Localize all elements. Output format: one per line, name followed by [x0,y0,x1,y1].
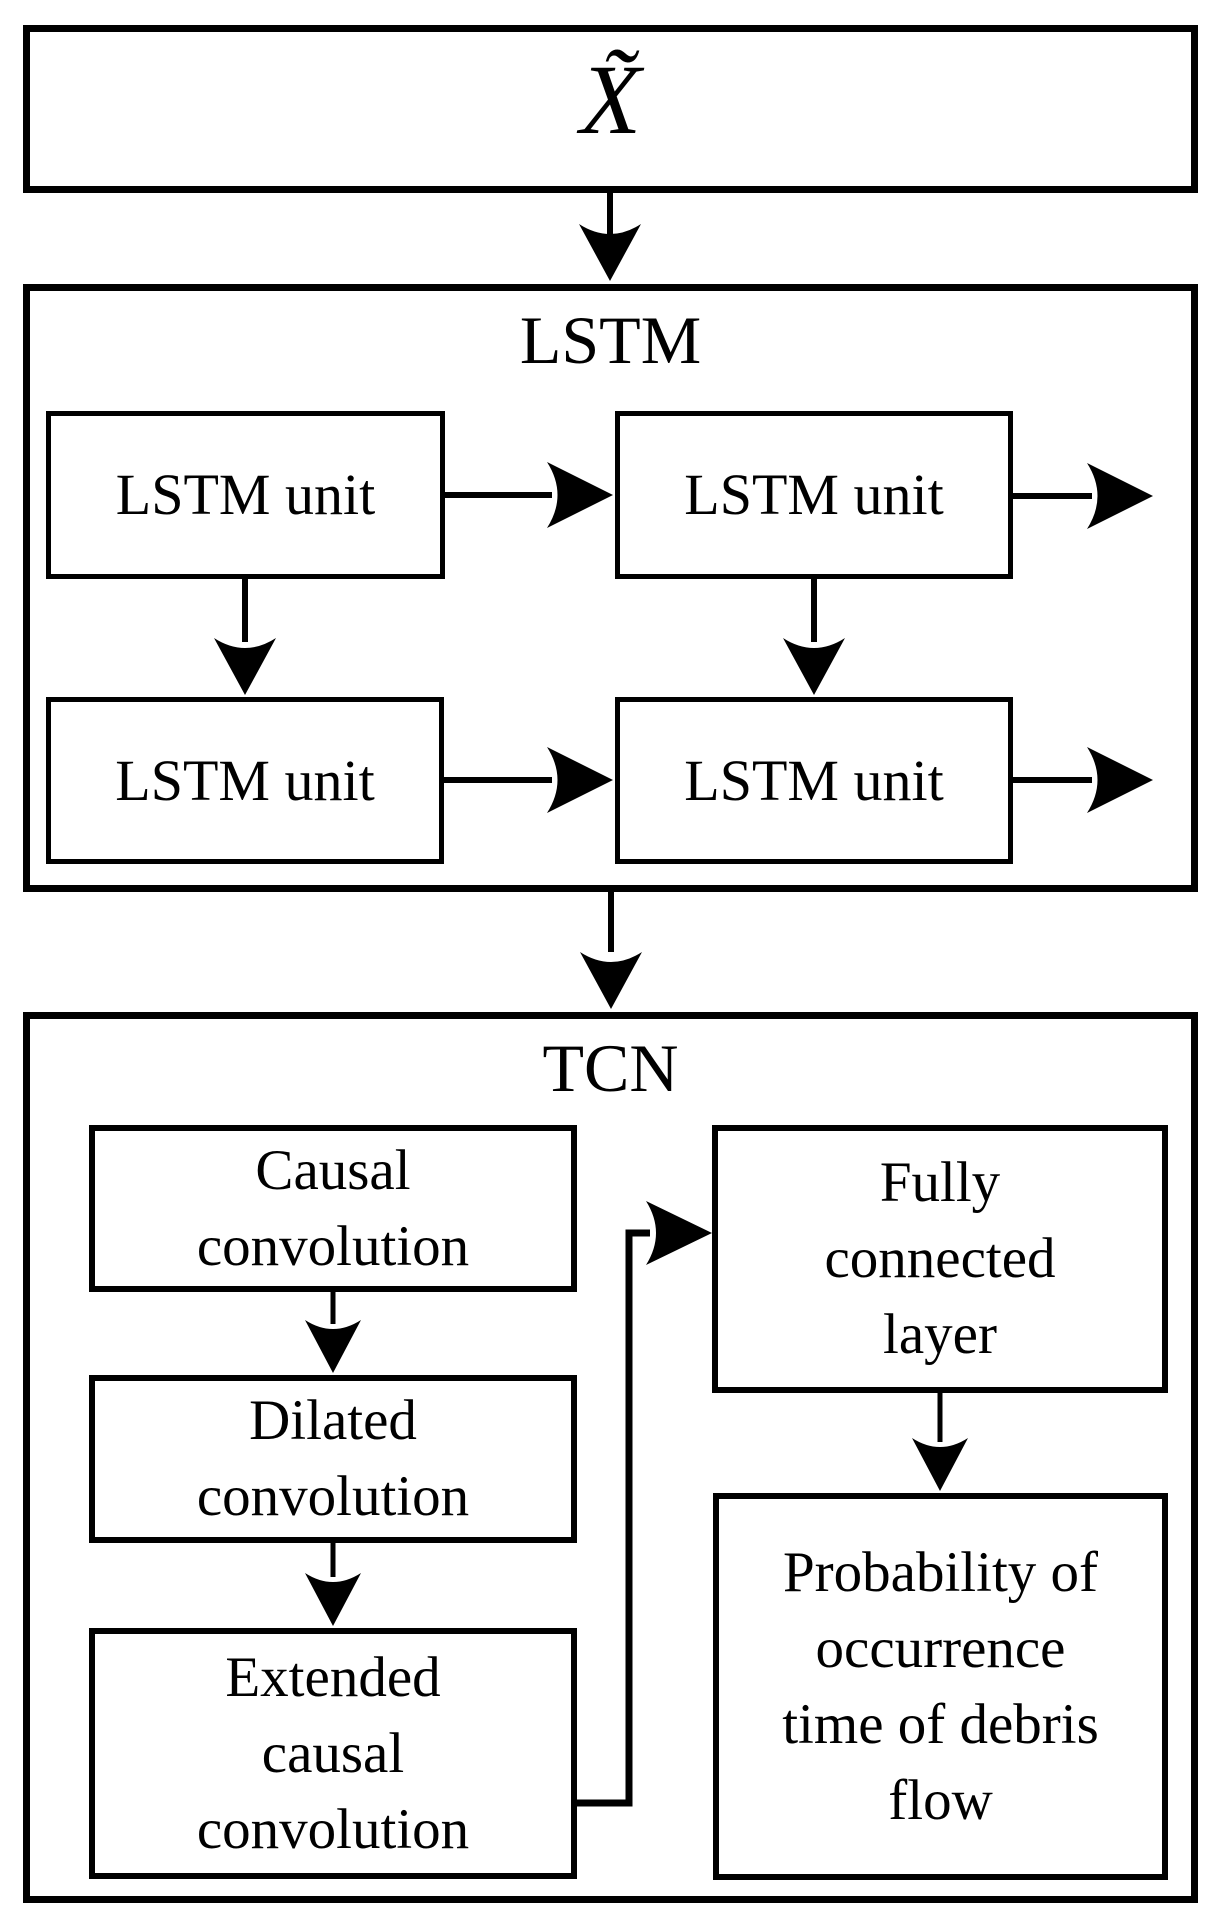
arrow-lstm-to-tcn [580,886,642,1009]
box-label-line: flow [888,1768,993,1832]
box-label-line: Probability of [782,1540,1099,1604]
extended-causal-convolution-box: Extended causal convolution [89,1628,577,1879]
tcn-title: TCN [542,1030,679,1106]
input-label: X̃ [579,44,642,155]
box-label-line: Extended [225,1645,441,1709]
box-label-line: layer [883,1303,997,1366]
lstm-unit-box-3: LSTM unit [46,697,444,864]
lstm-unit-box-4: LSTM unit [615,697,1013,864]
box-label-line: time of debris [782,1692,1099,1756]
box-label-line: Fully [879,1151,1001,1214]
box-label-line: convolution [196,1214,470,1278]
arrow-input-to-lstm [579,189,641,281]
box-label-line: convolution [196,1797,470,1861]
lstm-unit-label: LSTM unit [115,462,376,527]
lstm-unit-label: LSTM unit [684,462,944,527]
box-label-line: Dilated [249,1389,417,1452]
lstm-title: LSTM [519,302,702,378]
box-label-line: occurrence [815,1616,1066,1680]
box-label-line: causal [261,1721,405,1785]
fully-connected-layer-box: Fully connected layer [712,1125,1168,1393]
dilated-convolution-box: Dilated convolution [89,1375,577,1543]
lstm-unit-label: LSTM unit [684,747,944,813]
probability-output-box: Probability of occurrence time of debris… [713,1493,1168,1880]
box-label-line: Causal [255,1138,411,1202]
lstm-unit-box-1: LSTM unit [46,411,445,579]
box-label-line: convolution [196,1465,470,1528]
box-label-line: connected [824,1227,1056,1290]
causal-convolution-box: Causal convolution [89,1125,577,1292]
input-box: X̃ [23,25,1198,193]
lstm-unit-label: LSTM unit [115,747,375,813]
lstm-unit-box-2: LSTM unit [615,411,1013,579]
